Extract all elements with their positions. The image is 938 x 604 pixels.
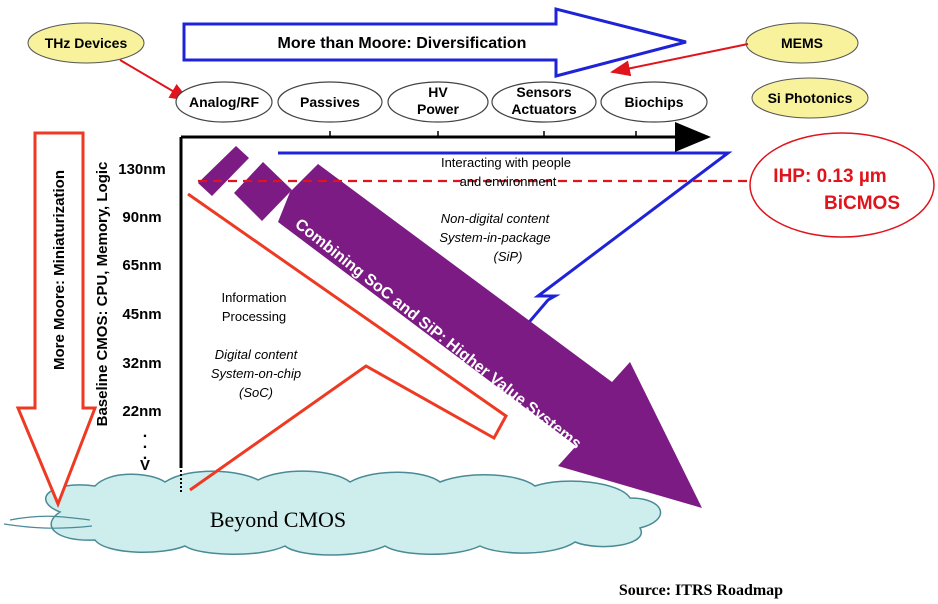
node-label: . bbox=[143, 424, 147, 441]
category-passives-label: Passives bbox=[300, 94, 360, 110]
sip-heading-line1: Interacting with people bbox=[441, 155, 571, 170]
soc-heading-line2: Processing bbox=[222, 309, 286, 324]
purple-block-1 bbox=[198, 146, 249, 196]
soc-heading-line1: Information bbox=[221, 290, 286, 305]
more-moore-arrow: More Moore: Miniaturization bbox=[15, 131, 98, 509]
x-axis-ticks bbox=[329, 131, 637, 137]
mems-bubble: MEMS bbox=[745, 22, 859, 64]
ihp-line2: BiCMOS bbox=[824, 193, 900, 214]
more-moore-label: More Moore: Miniaturization bbox=[51, 170, 68, 370]
ihp-callout: IHP: 0.13 µm BiCMOS bbox=[749, 132, 935, 238]
category-passives: Passives bbox=[277, 81, 383, 123]
category-hv-power-label: HV bbox=[428, 84, 448, 100]
ihp-line1: IHP: 0.13 µm bbox=[773, 166, 886, 187]
thz-devices-label: THz Devices bbox=[45, 35, 128, 51]
node-label: 45nm bbox=[122, 306, 161, 323]
category-biochips-label: Biochips bbox=[624, 94, 683, 110]
sip-content-line1: Non-digital content bbox=[441, 211, 551, 226]
category-analog-rf-label: Analog/RF bbox=[189, 94, 259, 110]
si-photonics-bubble: Si Photonics bbox=[751, 77, 869, 119]
node-label: 90nm bbox=[122, 209, 161, 226]
sip-region-outline bbox=[278, 151, 733, 363]
baseline-cmos-label: Baseline CMOS: CPU, Memory, Logic bbox=[94, 162, 111, 427]
sip-content-line2: System-in-package bbox=[439, 230, 550, 245]
node-label: V bbox=[140, 457, 150, 474]
si-photonics-label: Si Photonics bbox=[768, 90, 853, 106]
soc-content-line1: Digital content bbox=[215, 347, 299, 362]
purple-block-2 bbox=[234, 162, 292, 221]
thz-pointer-arrow bbox=[119, 59, 190, 102]
node-label: 65nm bbox=[122, 257, 161, 274]
sip-heading-line2: and environment bbox=[460, 174, 557, 189]
node-label: . bbox=[143, 446, 147, 463]
beyond-cmos-label: Beyond CMOS bbox=[210, 507, 346, 532]
category-analog-rf: Analog/RF bbox=[175, 81, 273, 123]
category-hv-power-label: Power bbox=[417, 101, 460, 117]
sip-content-line3: (SiP) bbox=[494, 249, 523, 264]
source-label: Source: ITRS Roadmap bbox=[619, 582, 783, 599]
soc-content-line2: System-on-chip bbox=[211, 366, 301, 381]
thz-devices-bubble: THz Devices bbox=[27, 22, 145, 64]
beyond-cmos-cloud: Beyond CMOS bbox=[3, 470, 662, 556]
node-label: . bbox=[143, 435, 147, 452]
category-biochips: Biochips bbox=[600, 81, 708, 123]
soc-content-line3: (SoC) bbox=[239, 385, 273, 400]
node-label: 32nm bbox=[122, 355, 161, 372]
node-label: 130nm bbox=[118, 161, 166, 178]
category-sensors-actuators-label: Sensors bbox=[516, 84, 571, 100]
more-than-moore-arrow: More than Moore: Diversification bbox=[182, 7, 687, 78]
combining-arrow bbox=[278, 164, 702, 508]
more-than-moore-label: More than Moore: Diversification bbox=[278, 35, 527, 52]
category-sensors-actuators-label: Actuators bbox=[511, 101, 577, 117]
mems-pointer-arrow bbox=[610, 43, 749, 77]
node-label: 22nm bbox=[122, 403, 161, 420]
mems-label: MEMS bbox=[781, 35, 823, 51]
soc-region-outline bbox=[187, 192, 508, 492]
